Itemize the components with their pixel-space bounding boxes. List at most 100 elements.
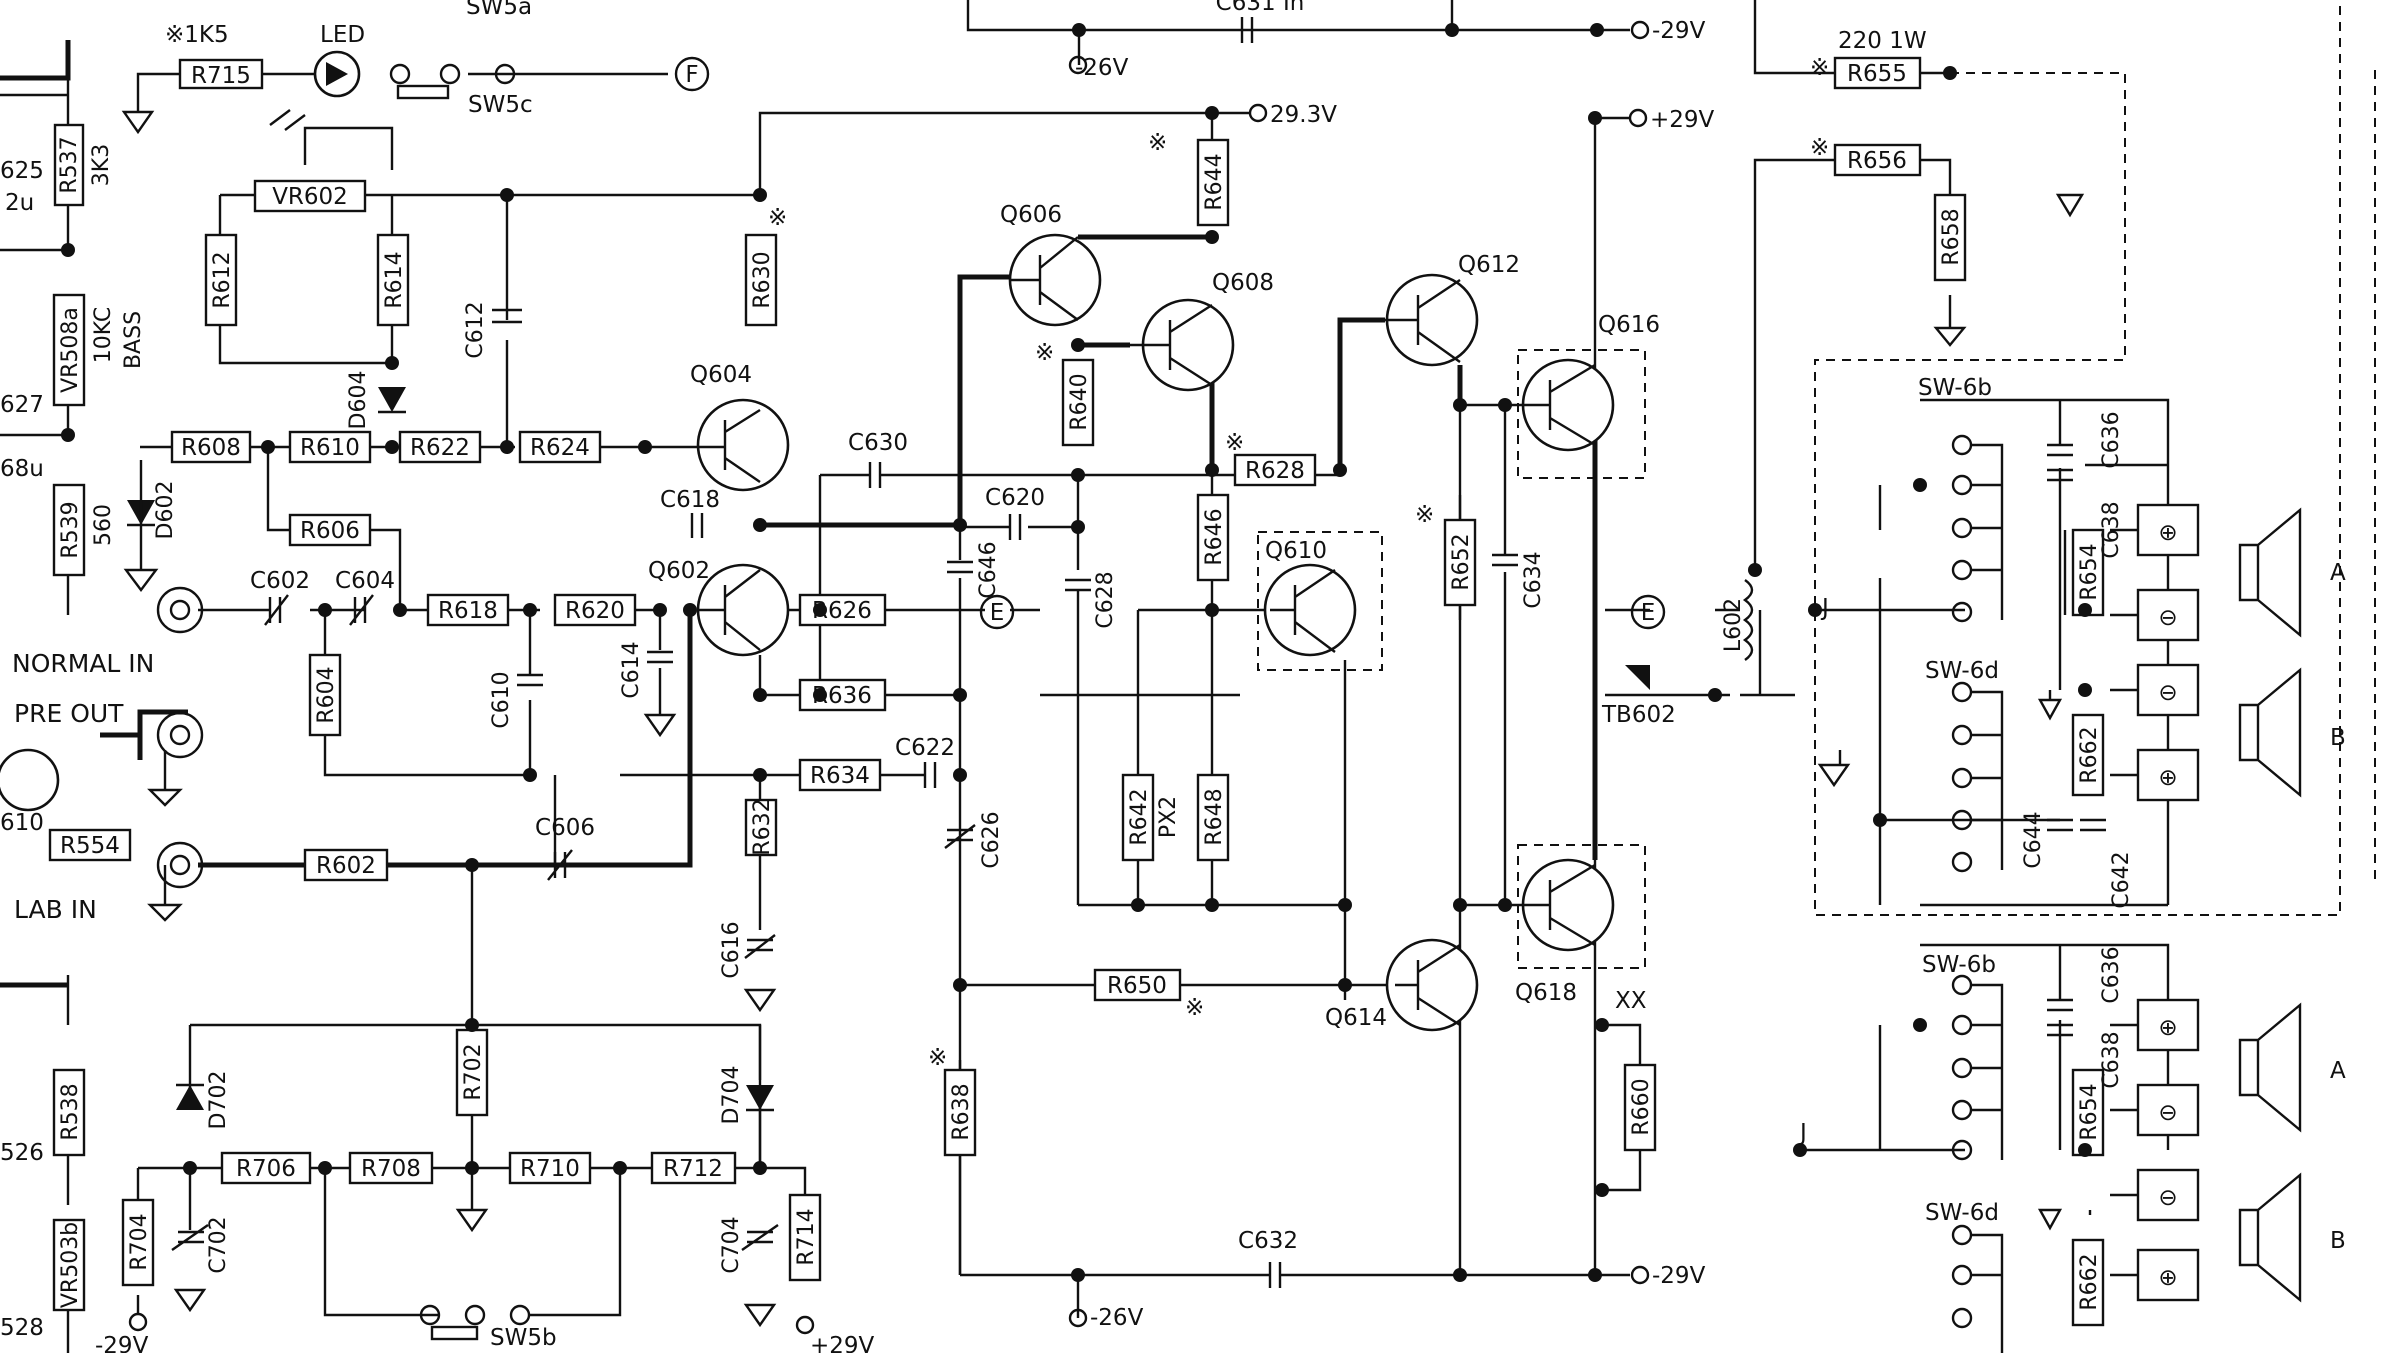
svg-text:R646: R646 [1202,508,1227,565]
label-c526: 526 [0,1140,44,1166]
label-bot-left-n29: -29V [95,1333,149,1353]
label-c625: 625 [0,158,44,184]
star-r638: ※ [928,1045,947,1071]
resistor-r638: R638 [943,1068,977,1157]
label-tb602: TB602 [1601,702,1676,728]
resistor-r710: R710 [508,1151,592,1185]
svg-text:⊖: ⊖ [2158,1185,2177,1211]
resistor-r706: R706 [220,1151,312,1185]
resistor-r640: R640 [1061,358,1095,447]
transistor-q10: 610 [0,748,60,836]
terminal-minus-3: ⊖ [2136,1083,2200,1137]
transistor-q614: Q614 [1325,938,1479,1032]
svg-text:C636: C636 [2099,946,2124,1003]
label-bass: BASS [121,311,146,369]
resistor-r662b: R662 [2071,1238,2105,1327]
svg-text:C638: C638 [2099,1031,2124,1088]
transistor-q616: Q616 [1510,312,1660,452]
svg-text:D702: D702 [206,1071,231,1130]
svg-text:C620: C620 [985,485,1045,511]
label-top-n26: -26V [1075,55,1129,81]
resistor-r612: R612 [204,233,238,327]
label-top-n29: -29V [1652,18,1706,44]
label-p29: +29V [1650,107,1715,133]
capacitor-c602: C602 [250,568,310,626]
diodes: D604 D602 D702 D704 LED [127,22,774,1129]
resistor-r636: R636 [798,678,887,712]
star-r650: ※ [1185,995,1204,1021]
svg-text:R648: R648 [1202,788,1227,845]
capacitor-c620: C620 [985,485,1045,540]
label-sw6d-2: SW-6d [1925,1200,1999,1226]
switch-sw6b-1-contacts [1951,434,2004,623]
star-r655: ※ [1810,55,1829,81]
resistor-vr508a: VR508a [52,293,86,407]
capacitor-c604: C604 [335,568,395,626]
star-r656: ※ [1810,135,1829,161]
marker-circles: F E E [674,56,1666,690]
resistor-r714: R714 [788,1193,822,1282]
svg-text:E: E [990,600,1005,626]
resistor-r604: R604 [308,653,342,737]
capacitor-c622: C622 [895,735,955,788]
resistor-r554: R554 [48,828,132,862]
svg-text:R608: R608 [181,435,241,461]
svg-text:VR602: VR602 [272,184,348,210]
svg-text:⊕: ⊕ [2158,765,2177,791]
svg-text:R604: R604 [314,666,339,723]
switch-sw6d-1-contacts [1951,681,2004,873]
svg-text:R710: R710 [520,1156,580,1182]
io-jacks: NORMAL IN PRE OUT LAB IN [12,586,204,924]
svg-text:C646: C646 [976,541,1001,598]
transistor-q610: Q610 [1263,538,1357,657]
resistor-r538: R538 [52,1068,86,1157]
svg-text:R640: R640 [1067,373,1092,430]
inductor-l602: L602 [1721,579,1754,661]
label-sw6b-2: SW-6b [1922,952,1996,978]
svg-text:C704: C704 [719,1216,744,1273]
led-diode: LED [269,22,365,131]
svg-text:C612: C612 [463,301,488,358]
label-px2: PX2 [1156,796,1181,838]
label-c625-value: 2u [5,190,34,216]
svg-text:A: A [2330,560,2346,586]
capacitor-c634: C634 [1492,551,1546,609]
svg-text:C702: C702 [206,1216,231,1273]
label-sw6b-1: SW-6b [1918,375,1992,401]
svg-text:C644: C644 [2021,811,2046,868]
capacitor-c644: C644 [2021,811,2073,869]
capacitor-c626: C626 [944,811,1004,869]
speaker-terminals: ⊕ ⊖ ⊖ ⊕ ⊕ ⊖ ⊖ ⊕ A B A B [2136,503,2346,1303]
resistor-r650: R650 [1093,968,1182,1002]
resistors: R715 R537 VR602 R612 R614 VR508a R608 R6… [48,56,2105,1327]
svg-text:⊕: ⊕ [2158,1015,2177,1041]
resistor-vr602: VR602 [253,179,367,213]
label-c627-value: 68u [0,456,44,482]
capacitor-c702: C702 [171,1216,231,1274]
resistor-r712: R712 [650,1151,737,1185]
label-sw5b: SW5b [490,1325,557,1351]
svg-text:R539: R539 [58,501,83,558]
svg-text:D604: D604 [346,371,371,430]
svg-text:R537: R537 [57,136,82,193]
label-560: 560 [91,504,116,546]
capacitor-c704: C704 [719,1216,779,1274]
diode-d704: D704 [719,1066,774,1124]
speaker-a1: A [2238,507,2346,638]
resistor-r655: R655 [1833,56,1922,90]
svg-text:R654: R654 [2077,1083,2102,1140]
label-j2: J [1798,1120,1807,1146]
diode-d602: D602 [127,460,178,570]
svg-text:R554: R554 [60,833,120,859]
label-bot-mid-p29: +29V [810,1333,875,1353]
jack-pre-out [156,711,204,759]
resistor-r624: R624 [518,430,602,464]
capacitor-c606: C606 [535,815,595,881]
capacitor-c636b: C636 [2047,946,2124,1012]
svg-text:C630: C630 [848,430,908,456]
resistor-r715: R715 [178,58,264,90]
svg-text:610: 610 [0,810,44,836]
capacitor-c646: C646 [947,541,1001,599]
svg-text:⊖: ⊖ [2158,680,2177,706]
svg-text:R650: R650 [1107,973,1167,999]
